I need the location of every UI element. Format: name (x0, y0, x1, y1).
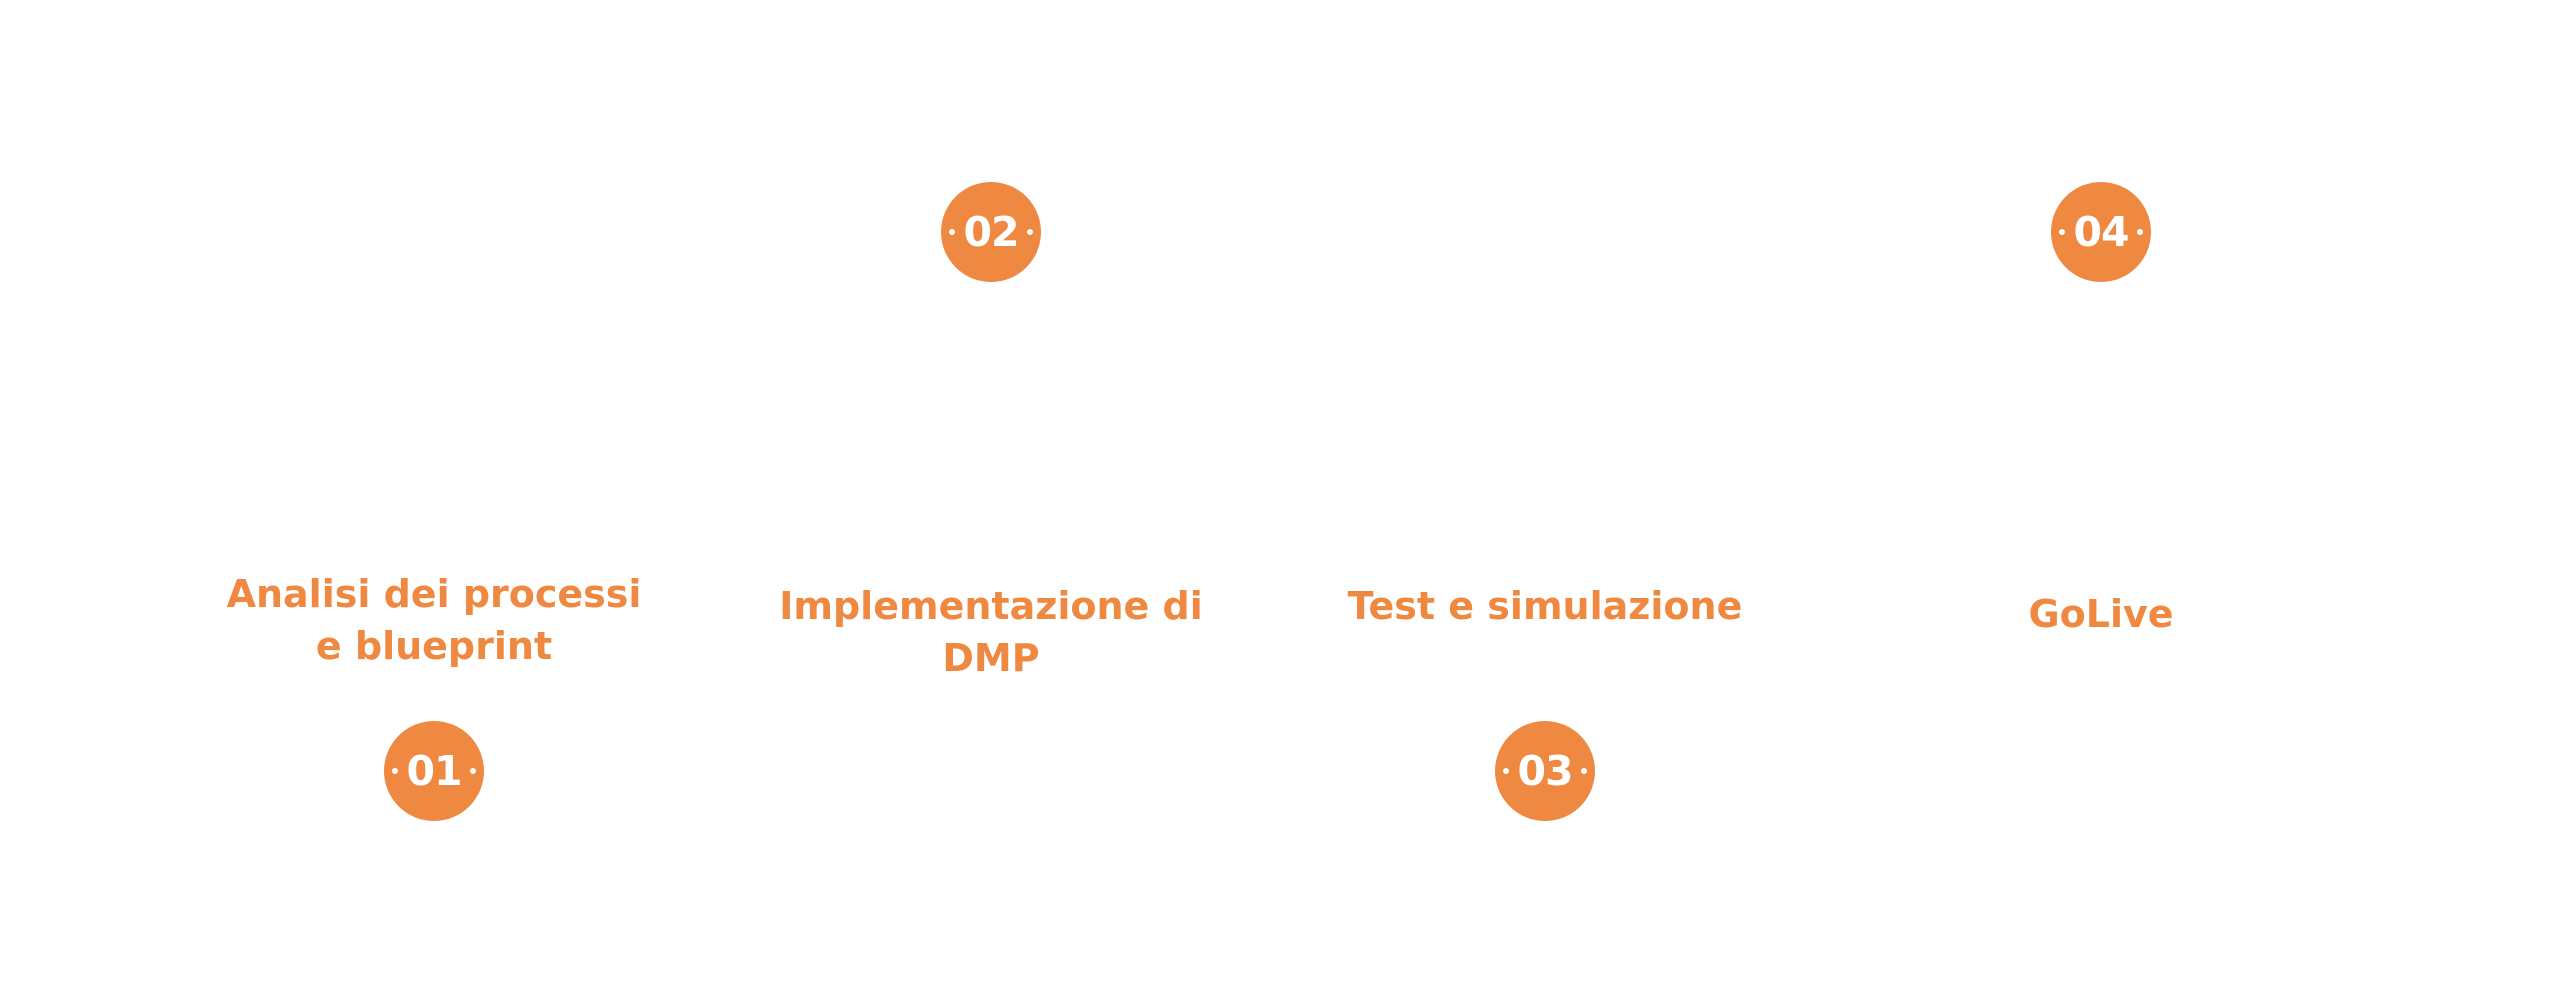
step-4-label-line-1: GoLive (2028, 592, 2174, 636)
step-2-label-line-1: Implementazione di (779, 584, 1203, 628)
step-4-number-badge: 04 (2051, 182, 2151, 282)
step-1-number-badge: 01 (384, 721, 484, 821)
step-2-label-line-2: DMP (942, 636, 1040, 680)
step-4-label: GoLive (1871, 588, 2331, 640)
step-1-label: Analisi dei processi e blueprint (204, 568, 664, 672)
step-2: 02 Implementazione di DMP (761, 0, 1221, 988)
step-4: 04 GoLive (1871, 0, 2331, 988)
badge-dot-left (2059, 229, 2065, 235)
badge-dot-right (1581, 768, 1587, 774)
step-4-number: 04 (2073, 207, 2129, 256)
step-1-number: 01 (406, 746, 462, 795)
step-3-number-badge: 03 (1495, 721, 1595, 821)
step-2-number: 02 (963, 207, 1019, 256)
badge-dot-right (2137, 229, 2143, 235)
step-2-number-badge: 02 (941, 182, 1041, 282)
badge-dot-right (1027, 229, 1033, 235)
step-3-label-line-1: Test e simulazione (1347, 584, 1743, 628)
badge-dot-left (392, 768, 398, 774)
step-3: Test e simulazione 03 (1315, 0, 1775, 988)
badge-dot-left (1503, 768, 1509, 774)
badge-dot-right (470, 768, 476, 774)
step-2-label: Implementazione di DMP (761, 580, 1221, 684)
badge-dot-left (949, 229, 955, 235)
step-3-number: 03 (1517, 746, 1573, 795)
step-1-label-line-2: e blueprint (315, 624, 553, 668)
step-3-label: Test e simulazione (1315, 580, 1775, 632)
step-1-label-line-1: Analisi dei processi (226, 572, 642, 616)
step-1: Analisi dei processi e blueprint 01 (204, 0, 664, 988)
